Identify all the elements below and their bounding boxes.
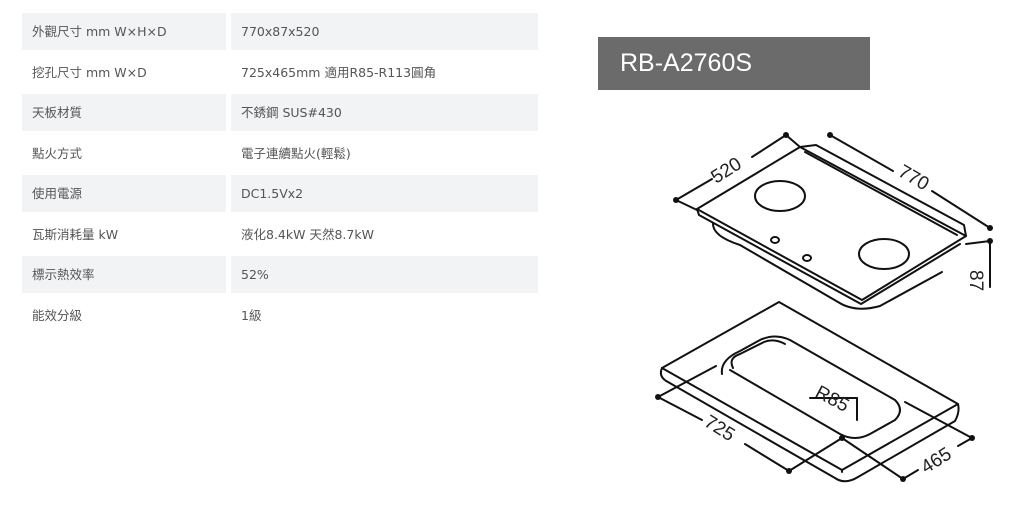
spec-value: DC1.5Vx2 <box>231 175 538 212</box>
spec-label: 能效分級 <box>32 308 83 323</box>
spec-value: 不銹鋼 SUS#430 <box>231 94 538 131</box>
cutout-drawing <box>659 301 960 483</box>
spec-value: 770x87x520 <box>231 13 538 50</box>
spec-row: 挖孔尺寸 mm W×D 725x465mm 適用R85-R113圓角 <box>22 54 538 91</box>
spec-value: 725x465mm 適用R85-R113圓角 <box>241 65 437 80</box>
spec-label: 外觀尺寸 mm W×H×D <box>22 13 226 50</box>
cutout-dimensions <box>655 365 975 482</box>
spec-label: 天板材質 <box>22 94 226 131</box>
spec-label: 標示熱效率 <box>22 256 226 293</box>
spec-row: 瓦斯消耗量 kW 液化8.4kW 天然8.7kW <box>22 216 538 253</box>
spec-label: 瓦斯消耗量 kW <box>32 227 119 242</box>
spec-label: 挖孔尺寸 mm W×D <box>32 65 147 80</box>
spec-label: 使用電源 <box>22 175 226 212</box>
burner-right <box>858 238 910 270</box>
spec-value: 液化8.4kW 天然8.7kW <box>241 227 374 242</box>
top-dimensions <box>673 132 993 288</box>
hob-drawing <box>696 144 967 310</box>
spec-row: 點火方式 電子連續點火(輕鬆) <box>22 135 538 172</box>
spec-value: 電子連續點火(輕鬆) <box>241 146 351 161</box>
burner-left <box>754 180 806 212</box>
model-title: RB-A2760S <box>598 37 870 90</box>
cutout-width-label: 725 <box>700 411 738 446</box>
spec-row: 天板材質不銹鋼 SUS#430 <box>22 94 538 131</box>
radius-label: R85 <box>812 382 853 417</box>
spec-label: 點火方式 <box>32 146 83 161</box>
cutout-depth-label: 465 <box>918 444 956 479</box>
spec-row: 能效分級 1級 <box>22 297 538 334</box>
height-label: 87 <box>965 270 986 291</box>
spec-value: 1級 <box>241 308 262 323</box>
spec-value: 52% <box>231 256 538 293</box>
